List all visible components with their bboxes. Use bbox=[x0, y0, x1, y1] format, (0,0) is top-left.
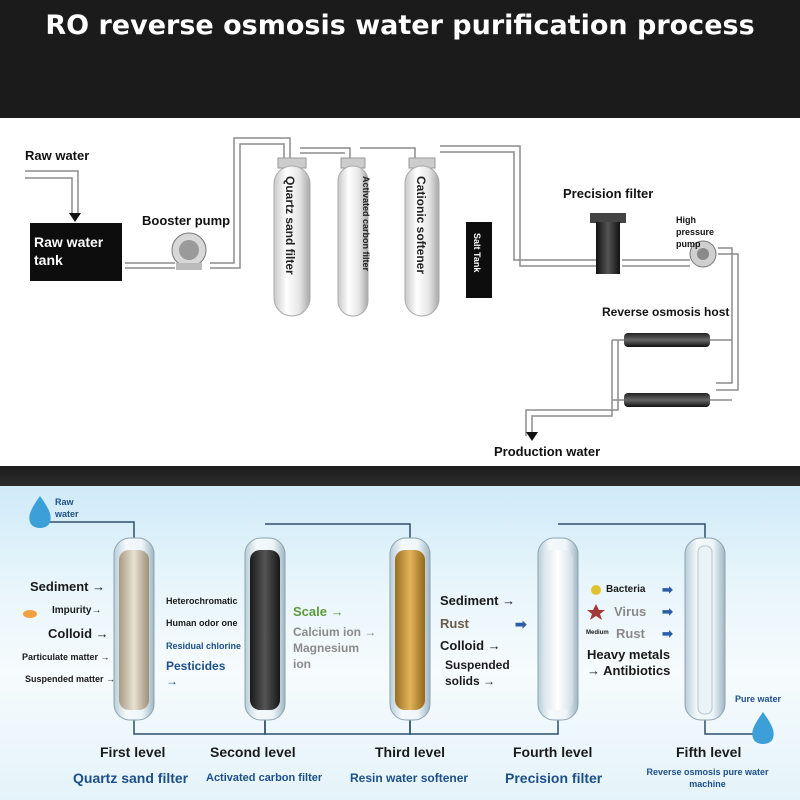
s1-sediment: Sediment bbox=[30, 579, 89, 594]
activated-carbon-filter-label: Activated carbon filter bbox=[361, 176, 371, 272]
raw-water-drop-icon bbox=[29, 496, 51, 528]
s4-rust: Rust bbox=[440, 616, 469, 631]
booster-pump-icon bbox=[171, 232, 207, 270]
booster-pump-label: Booster pump bbox=[142, 213, 231, 228]
level4-name: Precision filter bbox=[505, 770, 603, 786]
pure-water-drop-icon bbox=[752, 712, 774, 744]
s1-particulate: Particulate matter bbox=[22, 652, 99, 662]
level1-label: First level bbox=[100, 744, 166, 760]
level5-label: Fifth level bbox=[676, 744, 742, 760]
s2-chlorine: Residual chlorine bbox=[166, 641, 242, 651]
s2-pesticides: Pesticides bbox=[166, 659, 226, 673]
arrow: → bbox=[106, 674, 116, 684]
arrow: → bbox=[100, 652, 110, 662]
s2-heterochromatic: Heterochromatic bbox=[166, 596, 238, 606]
bacteria-icon bbox=[591, 585, 601, 595]
five-level-filtration: Raw water Pure water Sediment → Impurity… bbox=[0, 486, 800, 800]
raw-water-tank-label: Raw water tank bbox=[34, 234, 104, 268]
s5-medium: Medium bbox=[586, 630, 609, 636]
quartz-sand-filter-label: Quartz sand filter bbox=[283, 176, 297, 275]
s5-heavy-metals: Heavy metals bbox=[587, 647, 671, 662]
cationic-softener-label: Cationic softener bbox=[414, 176, 428, 275]
level2-label: Second level bbox=[210, 744, 296, 760]
arrow: → bbox=[487, 638, 501, 653]
arrow: → bbox=[166, 674, 178, 688]
precision-filter-label: Precision filter bbox=[563, 186, 654, 201]
s4-colloid: Colloid bbox=[440, 638, 485, 653]
s5-virus: Virus bbox=[614, 604, 647, 619]
activated-carbon-vessel bbox=[337, 157, 369, 317]
high-pressure-pump-icon bbox=[689, 240, 717, 268]
ro-membrane-lower bbox=[624, 393, 710, 407]
virus-icon bbox=[587, 604, 605, 620]
s5-antibiotics: Antibiotics bbox=[603, 663, 671, 678]
s3-scale: Scale bbox=[293, 604, 327, 619]
s4-sediment: Sediment bbox=[440, 593, 499, 608]
s5-rust: Rust bbox=[616, 626, 645, 641]
high-pressure-pump-label: High pressure pump bbox=[676, 215, 715, 249]
header-banner: RO reverse osmosis water purification pr… bbox=[0, 0, 800, 118]
ro-membrane-upper bbox=[624, 333, 710, 347]
raw-water-tank bbox=[30, 223, 122, 281]
arrow: → bbox=[330, 604, 344, 619]
arrow: → bbox=[502, 593, 516, 608]
s3-magnesium: Magnesium bbox=[293, 641, 360, 655]
arrow: → bbox=[91, 605, 102, 616]
page-title: RO reverse osmosis water purification pr… bbox=[45, 10, 755, 41]
level4-vessel bbox=[537, 537, 579, 721]
level2-vessel bbox=[244, 537, 286, 721]
arrow: → bbox=[95, 626, 109, 641]
raw-water-label: Raw water bbox=[25, 148, 90, 163]
level1-vessel bbox=[113, 537, 155, 721]
production-water-label: Production water bbox=[494, 444, 601, 459]
arrow: → bbox=[587, 663, 600, 678]
s4-solids: solids bbox=[445, 674, 480, 688]
divider-band bbox=[0, 466, 800, 486]
impurity-icon bbox=[23, 610, 37, 618]
precision-filter-icon bbox=[590, 213, 626, 274]
pure-water-label: Pure water bbox=[735, 694, 782, 704]
cationic-softener-vessel bbox=[404, 157, 440, 317]
salt-tank bbox=[466, 222, 492, 298]
raw-water-bottom-label: Raw water bbox=[55, 497, 79, 519]
ro-host-label: Reverse osmosis host bbox=[602, 305, 730, 319]
arrow: → bbox=[364, 625, 377, 639]
s5-rust-arrow-icon: ➡ bbox=[662, 626, 673, 641]
quartz-sand-filter-vessel bbox=[273, 157, 311, 317]
level2-name: Activated carbon filter bbox=[206, 772, 323, 784]
s5-virus-arrow-icon: ➡ bbox=[662, 604, 673, 619]
s3-ion: ion bbox=[293, 657, 311, 671]
salt-tank-label: Salt Tank bbox=[472, 233, 482, 273]
level5-name: Reverse osmosis pure water machine bbox=[646, 767, 769, 789]
arrow: → bbox=[92, 579, 106, 594]
level3-vessel bbox=[389, 537, 431, 721]
s1-impurity: Impurity bbox=[52, 605, 92, 616]
s5-bacteria-arrow-icon: ➡ bbox=[662, 582, 673, 597]
level5-vessel bbox=[684, 537, 726, 721]
arrow: → bbox=[483, 674, 496, 688]
s5-bacteria: Bacteria bbox=[606, 584, 646, 595]
process-diagram: Raw water Raw water tank Booster pump Qu… bbox=[0, 118, 800, 480]
pipe-network bbox=[25, 137, 739, 441]
level1-name: Quartz sand filter bbox=[73, 770, 189, 786]
filtration-pipes bbox=[23, 496, 774, 744]
level3-label: Third level bbox=[375, 744, 446, 760]
s2-odor: Human odor one bbox=[166, 618, 238, 628]
s4-rust-arrow-icon: ➡ bbox=[515, 616, 527, 632]
s1-suspended: Suspended matter bbox=[25, 674, 104, 684]
level3-name: Resin water softener bbox=[350, 771, 469, 785]
s3-calcium: Calcium ion bbox=[293, 625, 362, 639]
level4-label: Fourth level bbox=[513, 744, 593, 760]
s4-suspended: Suspended bbox=[445, 658, 510, 672]
s1-colloid: Colloid bbox=[48, 626, 93, 641]
